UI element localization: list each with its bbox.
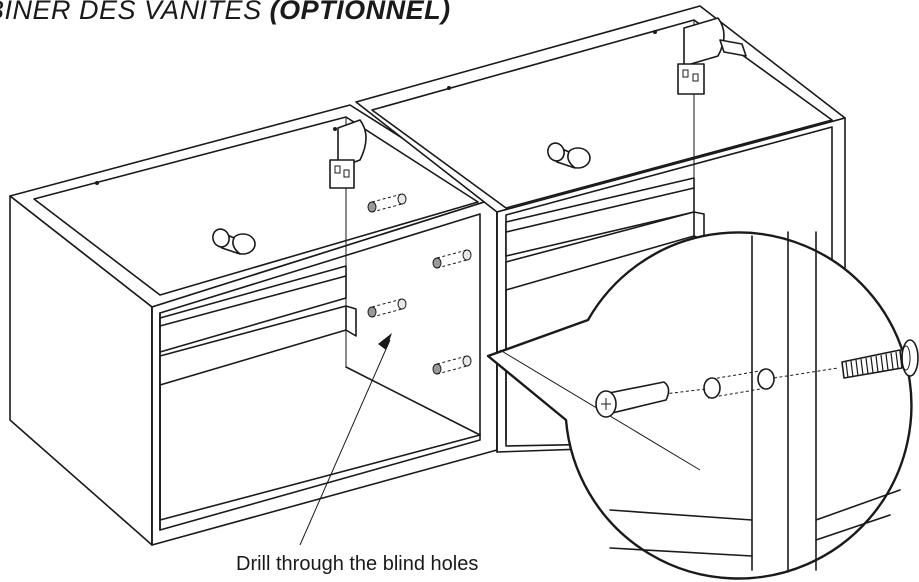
drain-pipe-right xyxy=(547,142,591,169)
drill-instruction-caption: Drill through the blind holes xyxy=(236,553,479,575)
page-title: BINER DES VANITÉS (OPTIONNEL) xyxy=(0,0,451,26)
zoom-callout xyxy=(486,231,919,580)
drain-pipe-left xyxy=(212,228,256,255)
bracket-left xyxy=(329,119,367,189)
left-cabinet xyxy=(9,104,498,546)
pointer-arrow-icon xyxy=(299,333,392,546)
optional-tag: (OPTIONNEL) xyxy=(269,0,451,25)
bracket-right xyxy=(677,17,747,95)
dowel-holes-left xyxy=(367,193,472,375)
panel-section xyxy=(609,231,901,573)
screw-icon xyxy=(595,381,670,418)
bolt-icon xyxy=(841,339,919,379)
title-text: BINER DES VANITÉS xyxy=(0,0,270,25)
blind-hole xyxy=(663,367,839,399)
